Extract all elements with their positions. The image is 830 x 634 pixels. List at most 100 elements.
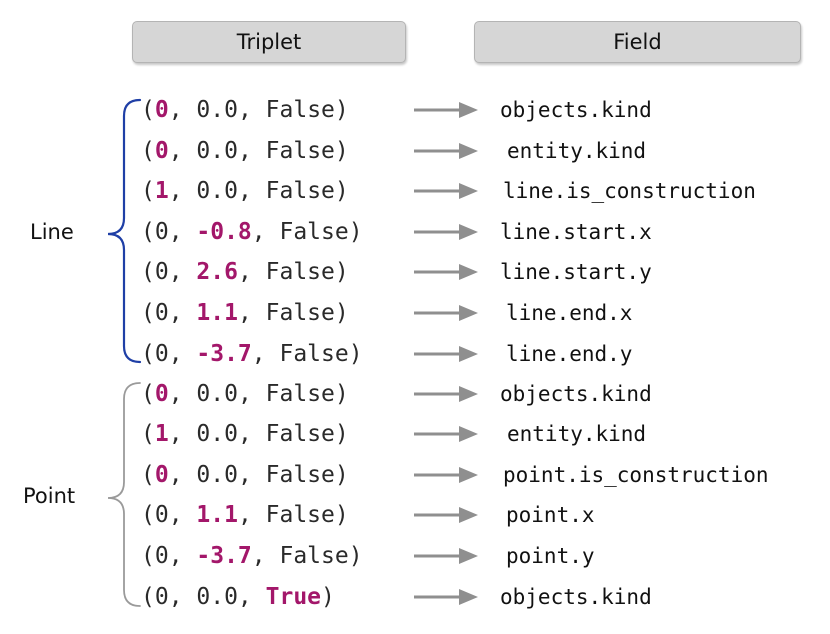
right-arrow-icon [414, 183, 478, 199]
triplet-text: (0, 1.1, False) [141, 293, 349, 333]
field-name: entity.kind [507, 139, 647, 163]
triplet-segment: (0, 0.0, [141, 584, 266, 610]
field-header: Field [474, 21, 801, 63]
right-arrow-icon [414, 224, 478, 240]
triplet-text: (0, 1.1, False) [141, 495, 349, 535]
triplet-segment: , False) [237, 502, 349, 528]
mapping-row: (0, 0.0, False) point.is_construction [0, 455, 830, 495]
triplet-segment: , False) [237, 259, 349, 285]
mapping-row: (0, 1.1, False) line.end.x [0, 293, 830, 333]
triplet-segment: ( [141, 462, 155, 488]
highlighted-value: 1 [154, 178, 169, 204]
triplet-segment: , False) [237, 300, 349, 326]
highlighted-value: True [265, 584, 322, 610]
mapping-row: (0, -0.8, False) line.start.x [0, 212, 830, 252]
triplet-text: (0, 0.0, False) [141, 374, 349, 414]
triplet-segment: ( [141, 97, 155, 123]
right-arrow-icon [414, 143, 478, 159]
triplet-segment: (0, [141, 341, 197, 367]
field-name: objects.kind [500, 98, 652, 122]
highlighted-value: 1.1 [196, 502, 238, 528]
mapping-row: (0, 0.0, False) objects.kind [0, 374, 830, 414]
field-name: objects.kind [500, 382, 652, 406]
highlighted-value: 0 [154, 138, 169, 164]
triplet-segment: , False) [251, 341, 363, 367]
triplet-segment: ( [141, 421, 155, 447]
highlighted-value: 1 [154, 421, 169, 447]
right-arrow-icon [414, 467, 478, 483]
triplet-text: (0, 0.0, False) [141, 131, 349, 171]
triplet-segment: (0, [141, 502, 197, 528]
triplet-segment: , False) [251, 219, 363, 245]
line-group-label: Line [30, 220, 74, 244]
triplet-segment: , 0.0, False) [168, 381, 349, 407]
line-group-brace [107, 98, 142, 364]
point-group-brace [107, 382, 141, 607]
triplet-segment: , 0.0, False) [168, 421, 349, 447]
triplet-segment: (0, [141, 259, 197, 285]
right-arrow-icon [414, 264, 478, 280]
triplet-text: (0, 0.0, False) [141, 90, 349, 130]
right-arrow-icon [414, 548, 478, 564]
mapping-row: (0, -3.7, False) line.end.y [0, 334, 830, 374]
right-arrow-icon [414, 426, 478, 442]
right-arrow-icon [414, 102, 478, 118]
field-header-label: Field [613, 30, 662, 54]
highlighted-value: -0.8 [196, 219, 252, 245]
triplet-segment: ( [141, 381, 155, 407]
point-group-label: Point [23, 484, 76, 508]
highlighted-value: 1.1 [196, 300, 238, 326]
triplet-segment: (0, [141, 543, 197, 569]
triplet-text: (1, 0.0, False) [141, 414, 349, 454]
field-name: line.end.x [506, 301, 633, 325]
field-name: objects.kind [500, 585, 652, 609]
triplet-header: Triplet [132, 21, 406, 63]
triplet-text: (0, 2.6, False) [141, 252, 349, 292]
triplet-header-label: Triplet [236, 30, 302, 54]
highlighted-value: 0 [154, 381, 169, 407]
right-arrow-icon [414, 507, 478, 523]
field-name: entity.kind [507, 422, 647, 446]
field-name: line.is_construction [503, 179, 756, 203]
triplet-text: (0, -0.8, False) [141, 212, 363, 252]
right-arrow-icon [414, 305, 478, 321]
triplet-segment: (0, [141, 219, 197, 245]
triplet-segment: , 0.0, False) [168, 97, 349, 123]
right-arrow-icon [414, 589, 478, 605]
field-name: line.start.y [500, 260, 652, 284]
right-arrow-icon [414, 386, 478, 402]
highlighted-value: 0 [154, 462, 169, 488]
highlighted-value: 2.6 [196, 259, 238, 285]
triplet-text: (1, 0.0, False) [141, 171, 349, 211]
highlighted-value: -3.7 [196, 543, 252, 569]
triplet-text: (0, 0.0, True) [141, 577, 335, 617]
triplet-segment: , 0.0, False) [168, 178, 349, 204]
triplet-segment: ( [141, 178, 155, 204]
highlighted-value: -3.7 [196, 341, 252, 367]
field-name: line.start.x [500, 220, 652, 244]
highlighted-value: 0 [154, 97, 169, 123]
triplet-segment: (0, [141, 300, 197, 326]
mapping-row: (0, 0.0, True) objects.kind [0, 577, 830, 617]
mapping-row: (0, 0.0, False) entity.kind [0, 131, 830, 171]
field-name: line.end.y [506, 342, 633, 366]
triplet-text: (0, 0.0, False) [141, 455, 349, 495]
field-name: point.y [506, 544, 595, 568]
mapping-row: (0, 2.6, False) line.start.y [0, 252, 830, 292]
triplet-segment: , 0.0, False) [168, 138, 349, 164]
triplet-segment: , False) [251, 543, 363, 569]
mapping-row: (0, 1.1, False) point.x [0, 495, 830, 535]
triplet-segment: , 0.0, False) [168, 462, 349, 488]
field-name: point.is_construction [503, 463, 769, 487]
triplet-text: (0, -3.7, False) [141, 536, 363, 576]
triplet-text: (0, -3.7, False) [141, 334, 363, 374]
mapping-row: (1, 0.0, False) entity.kind [0, 414, 830, 454]
triplet-segment: ( [141, 138, 155, 164]
mapping-row: (0, -3.7, False) point.y [0, 536, 830, 576]
field-name: point.x [506, 503, 595, 527]
mapping-row: (1, 0.0, False) line.is_construction [0, 171, 830, 211]
mapping-row: (0, 0.0, False) objects.kind [0, 90, 830, 130]
right-arrow-icon [414, 346, 478, 362]
